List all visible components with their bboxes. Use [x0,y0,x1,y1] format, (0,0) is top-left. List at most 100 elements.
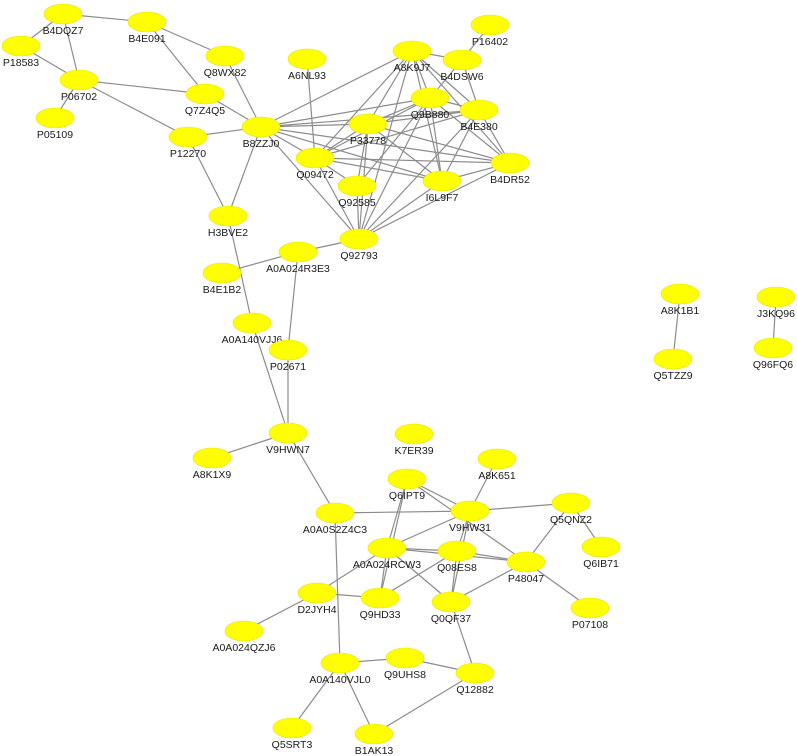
node-A0A0S2Z4C3[interactable]: A0A0S2Z4C3 [303,502,367,536]
node-shape[interactable] [660,283,700,305]
node-shape[interactable] [551,492,591,514]
node-shape[interactable] [337,175,377,197]
node-Q0QF37[interactable]: Q0QF37 [431,591,471,625]
node-P48047[interactable]: P48047 [506,551,546,585]
node-shape[interactable] [205,45,245,67]
node-A8K1X9[interactable]: A8K1X9 [192,447,232,481]
node-P18583[interactable]: P18583 [1,35,41,69]
node-A0A024QZJ6[interactable]: A0A024QZJ6 [212,620,276,654]
node-Q6IPT9[interactable]: Q6IPT9 [387,468,427,502]
node-shape[interactable] [315,502,355,524]
node-J3KQ96[interactable]: J3KQ96 [756,286,796,320]
node-shape[interactable] [385,647,425,669]
node-A0A140VJJ6[interactable]: A0A140VJJ6 [222,312,283,346]
node-P12270[interactable]: P12270 [168,126,208,160]
node-V9HWN7[interactable]: V9HWN7 [266,422,310,456]
node-shape[interactable] [208,205,248,227]
node-shape[interactable] [320,652,360,674]
node-shape[interactable] [431,591,471,613]
node-A8K651[interactable]: A8K651 [477,448,517,482]
node-Q09472[interactable]: Q09472 [295,147,335,181]
node-Q08ES8[interactable]: Q08ES8 [437,540,477,574]
node-shape[interactable] [43,3,83,25]
node-shape[interactable] [450,500,490,522]
node-B4DQZ7[interactable]: B4DQZ7 [43,3,84,37]
node-A8K9J7[interactable]: A8K9J7 [392,40,432,74]
node-B8ZZJ0[interactable]: B8ZZJ0 [241,116,281,150]
node-shape[interactable] [35,107,75,129]
node-shape[interactable] [570,597,610,619]
node-P16402[interactable]: P16402 [470,14,510,48]
node-A0A024R3E3[interactable]: A0A024R3E3 [266,241,330,275]
node-shape[interactable] [297,582,337,604]
node-shape[interactable] [410,87,450,109]
node-Q5QNZ2[interactable]: Q5QNZ2 [550,492,592,526]
node-I6L9F7[interactable]: I6L9F7 [422,170,462,204]
node-Q6IB71[interactable]: Q6IB71 [581,536,621,570]
node-shape[interactable] [232,312,272,334]
node-P06702[interactable]: P06702 [59,69,99,103]
node-B4DSW6[interactable]: B4DSW6 [440,49,484,83]
node-shape[interactable] [127,11,167,33]
node-shape[interactable] [653,348,693,370]
node-shape[interactable] [278,241,318,263]
node-Q5TZZ9[interactable]: Q5TZZ9 [653,348,693,382]
node-A0A024RCW3[interactable]: A0A024RCW3 [353,537,421,571]
node-shape[interactable] [442,49,482,71]
node-shape[interactable] [168,126,208,148]
node-shape[interactable] [268,422,308,444]
node-shape[interactable] [287,48,327,70]
node-shape[interactable] [437,540,477,562]
node-P02671[interactable]: P02671 [268,339,308,373]
node-shape[interactable] [241,116,281,138]
node-V9HW31[interactable]: V9HW31 [449,500,491,534]
node-B1AK13[interactable]: B1AK13 [354,723,394,756]
node-shape[interactable] [394,423,434,445]
node-Q9B880[interactable]: Q9B880 [410,87,450,121]
node-D2JYH4[interactable]: D2JYH4 [297,582,337,616]
node-Q9HD33[interactable]: Q9HD33 [360,587,401,621]
node-A6NL93[interactable]: A6NL93 [287,48,327,82]
node-shape[interactable] [354,723,394,745]
node-Q92793[interactable]: Q92793 [339,228,379,262]
node-shape[interactable] [360,587,400,609]
node-Q12882[interactable]: Q12882 [455,662,495,696]
node-P33778[interactable]: P33778 [348,113,388,147]
node-K7ER39[interactable]: K7ER39 [394,423,434,457]
node-Q9UHS8[interactable]: Q9UHS8 [384,647,426,681]
node-P05109[interactable]: P05109 [35,107,75,141]
node-shape[interactable] [387,468,427,490]
node-P07108[interactable]: P07108 [570,597,610,631]
node-B4DR52[interactable]: B4DR52 [490,152,530,186]
node-shape[interactable] [581,536,621,558]
node-shape[interactable] [455,662,495,684]
node-shape[interactable] [392,40,432,62]
node-B4E091[interactable]: B4E091 [127,11,167,45]
node-A8K1B1[interactable]: A8K1B1 [660,283,700,317]
node-shape[interactable] [753,337,793,359]
node-shape[interactable] [348,113,388,135]
node-shape[interactable] [1,35,41,57]
node-shape[interactable] [422,170,462,192]
node-shape[interactable] [459,99,499,121]
node-Q5SRT3[interactable]: Q5SRT3 [272,717,313,751]
node-shape[interactable] [272,717,312,739]
node-shape[interactable] [268,339,308,361]
node-shape[interactable] [295,147,335,169]
node-Q96FQ6[interactable]: Q96FQ6 [753,337,793,371]
node-shape[interactable] [477,448,517,470]
node-shape[interactable] [224,620,264,642]
node-shape[interactable] [490,152,530,174]
node-shape[interactable] [192,447,232,469]
node-shape[interactable] [59,69,99,91]
node-shape[interactable] [756,286,796,308]
node-shape[interactable] [202,262,242,284]
node-B4E380[interactable]: B4E380 [459,99,499,133]
node-Q7Z4Q5[interactable]: Q7Z4Q5 [185,83,225,117]
node-shape[interactable] [506,551,546,573]
node-A0A140VJL0[interactable]: A0A140VJL0 [309,652,371,686]
node-shape[interactable] [470,14,510,36]
node-Q92585[interactable]: Q92585 [337,175,377,209]
node-Q8WX82[interactable]: Q8WX82 [204,45,247,79]
node-shape[interactable] [339,228,379,250]
